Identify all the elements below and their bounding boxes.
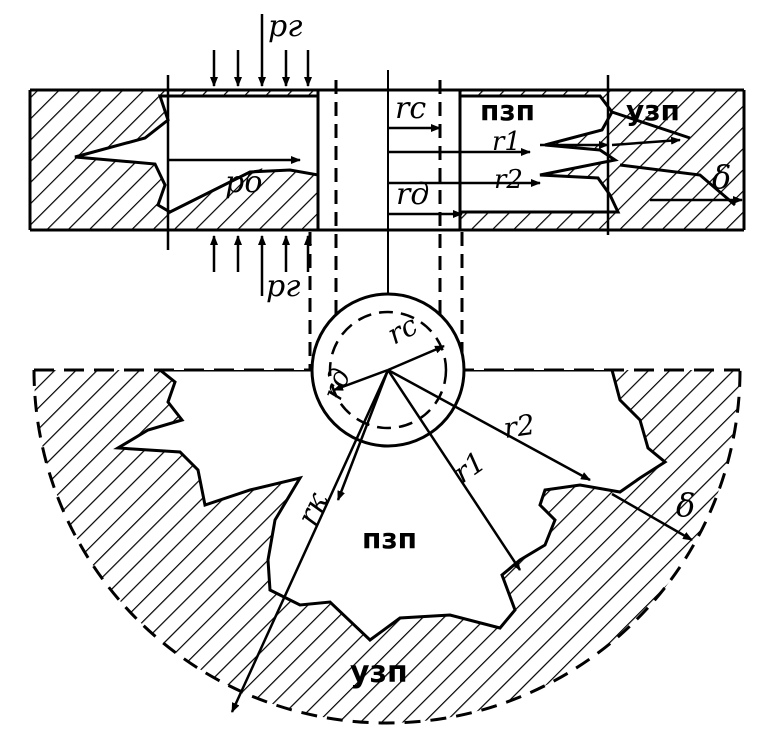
drainage-boundary [32,369,742,725]
radius-arrow-r1-bottom [386,369,522,571]
label-zone-remote-bottom: узп [350,655,408,690]
radius-arrow-rc-bottom [387,344,445,372]
radius-arrow-rd-bottom [333,368,389,392]
label-zone-near-bottom: пзп [362,522,417,555]
label-delta-top: δ [712,158,731,196]
label-radius-r2-bottom: r2 [501,408,536,445]
label-zone-near-top: пзп [480,94,535,127]
bottom-section: rс rд r1 r2 rк δ пзп узп [32,292,742,725]
label-pressure-top: pг [268,9,302,44]
fracture-right [611,110,736,207]
label-radius-r1-top: r1 [492,127,521,157]
top-section: pг pг pб rс r1 r2 rд δ пзп узп [28,9,746,370]
label-pressure-bottom: pг [266,269,300,304]
label-zone-remote-top: узп [626,94,680,127]
radius-arrow-rk [230,369,390,713]
radius-arrow-delta-bottom [611,492,693,542]
label-pore-pressure: pб [225,165,263,200]
damage-radius-circle [328,310,448,430]
pressure-arrows-top [210,50,312,87]
radius-arrow-r2-bottom [387,368,591,482]
label-radius-r2-top: r2 [494,165,523,195]
damaged-zone-halfdisk [113,370,668,642]
label-radius-rd-top: rд [396,177,429,212]
label-delta-bottom: δ [676,486,695,524]
label-radius-rc-top: rс [395,91,426,126]
pressure-arrows-bottom [210,235,312,272]
